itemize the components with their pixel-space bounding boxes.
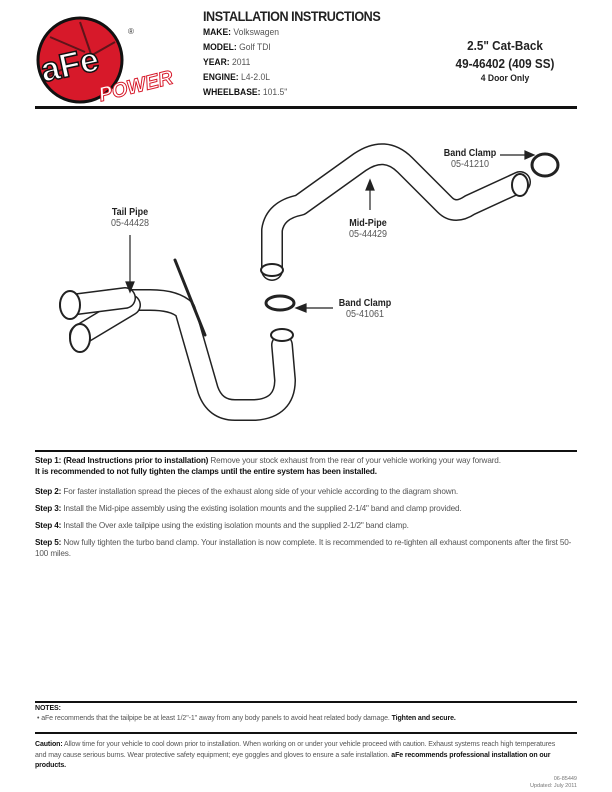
- header-divider: [35, 106, 577, 109]
- exhaust-diagram: [59, 143, 560, 421]
- product-name: 2.5" Cat-Back: [467, 38, 543, 53]
- spec-make: MAKE: Volkswagen: [203, 27, 280, 38]
- step-5: Step 5: Now fully tighten the turbo band…: [35, 538, 572, 558]
- notes-divider: [35, 701, 577, 703]
- caution-text: Caution: Allow time for your vehicle to …: [35, 741, 556, 769]
- spec-wheelbase: WHEELBASE: 101.5": [203, 87, 288, 98]
- afe-power-logo: aFe POWER ®: [30, 12, 190, 107]
- step-2: Step 2: For faster installation spread t…: [35, 487, 459, 496]
- mid-pipe-drawing: [261, 143, 531, 281]
- updated-date: Updated: July 2011: [530, 783, 577, 789]
- notes-title: NOTES:: [35, 705, 61, 712]
- step-3: Step 3: Install the Mid-pipe assembly us…: [35, 504, 462, 513]
- spec-model: MODEL: Golf TDI: [203, 42, 271, 53]
- caution-divider: [35, 732, 577, 734]
- step-1: Step 1: (Read Instructions prior to inst…: [35, 456, 501, 476]
- document-title: INSTALLATION INSTRUCTIONS: [203, 8, 381, 24]
- note-item: • aFe recommends that the tailpipe be at…: [37, 715, 456, 722]
- steps-divider: [35, 450, 577, 452]
- part-number: 49-46402 (409 SS): [455, 56, 555, 71]
- band-clamp-2-drawing: [264, 294, 296, 312]
- spec-year: YEAR: 2011: [203, 57, 251, 68]
- spec-engine: ENGINE: L4-2.0L: [203, 72, 271, 83]
- svg-text:®: ®: [128, 27, 134, 36]
- step-4: Step 4: Install the Over axle tailpipe u…: [35, 521, 409, 530]
- door-note: 4 Door Only: [480, 73, 530, 84]
- doc-number: 06-85449: [553, 776, 577, 782]
- band-clamp-1-drawing: [530, 152, 560, 178]
